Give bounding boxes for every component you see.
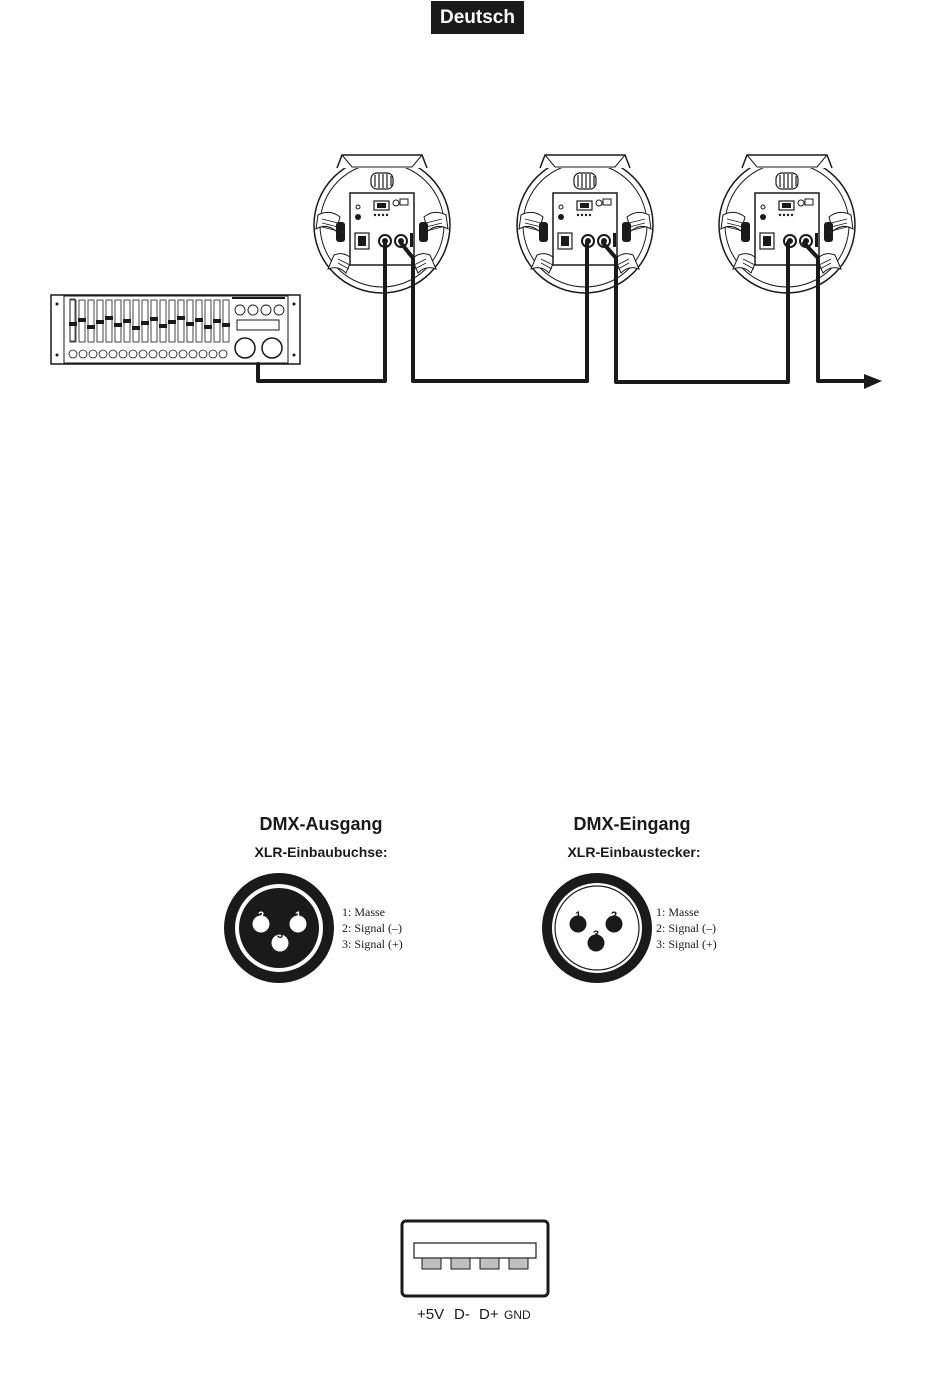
- xlr-out-pin-1: 1: [295, 910, 301, 922]
- dmx-output-title: DMX-Ausgang: [260, 814, 383, 834]
- dmx-output-pin-2: 2: Signal (–): [342, 921, 402, 935]
- usb-pin-d-minus: D-: [454, 1306, 470, 1323]
- usb-pin-gnd: GND: [504, 1308, 531, 1322]
- xlr-in-pin-3: 3: [593, 929, 599, 941]
- dmx-input-pin-1: 1: Masse: [656, 905, 699, 919]
- dmx-input-pin-2: 2: Signal (–): [656, 921, 716, 935]
- xlr-in-pin-1: 1: [575, 910, 581, 922]
- xlr-in-pin-2: 2: [611, 910, 617, 922]
- usb-pin-d-plus: D+: [479, 1306, 499, 1323]
- spotlight-fixture-icon: [314, 155, 450, 293]
- dmx-output-pin-3: 3: Signal (+): [342, 937, 403, 951]
- dmx-output-pin-1: 1: Masse: [342, 905, 385, 919]
- dmx-controller-icon: [51, 295, 300, 364]
- dmx-output-subtitle: XLR-Einbaubuchse:: [254, 844, 387, 860]
- xlr-socket-icon: [224, 873, 334, 983]
- xlr-out-pin-3: 3: [277, 929, 283, 941]
- dmx-input-pin-3: 3: Signal (+): [656, 937, 717, 951]
- usb-pin-5v: +5V: [417, 1306, 444, 1323]
- xlr-plug-icon: [542, 873, 652, 983]
- dmx-input-title: DMX-Eingang: [574, 814, 691, 834]
- usb-port-icon: [402, 1221, 548, 1296]
- dmx-input-subtitle: XLR-Einbaustecker:: [567, 844, 700, 860]
- xlr-out-pin-2: 2: [258, 910, 264, 922]
- arrow-right-icon: [864, 374, 882, 389]
